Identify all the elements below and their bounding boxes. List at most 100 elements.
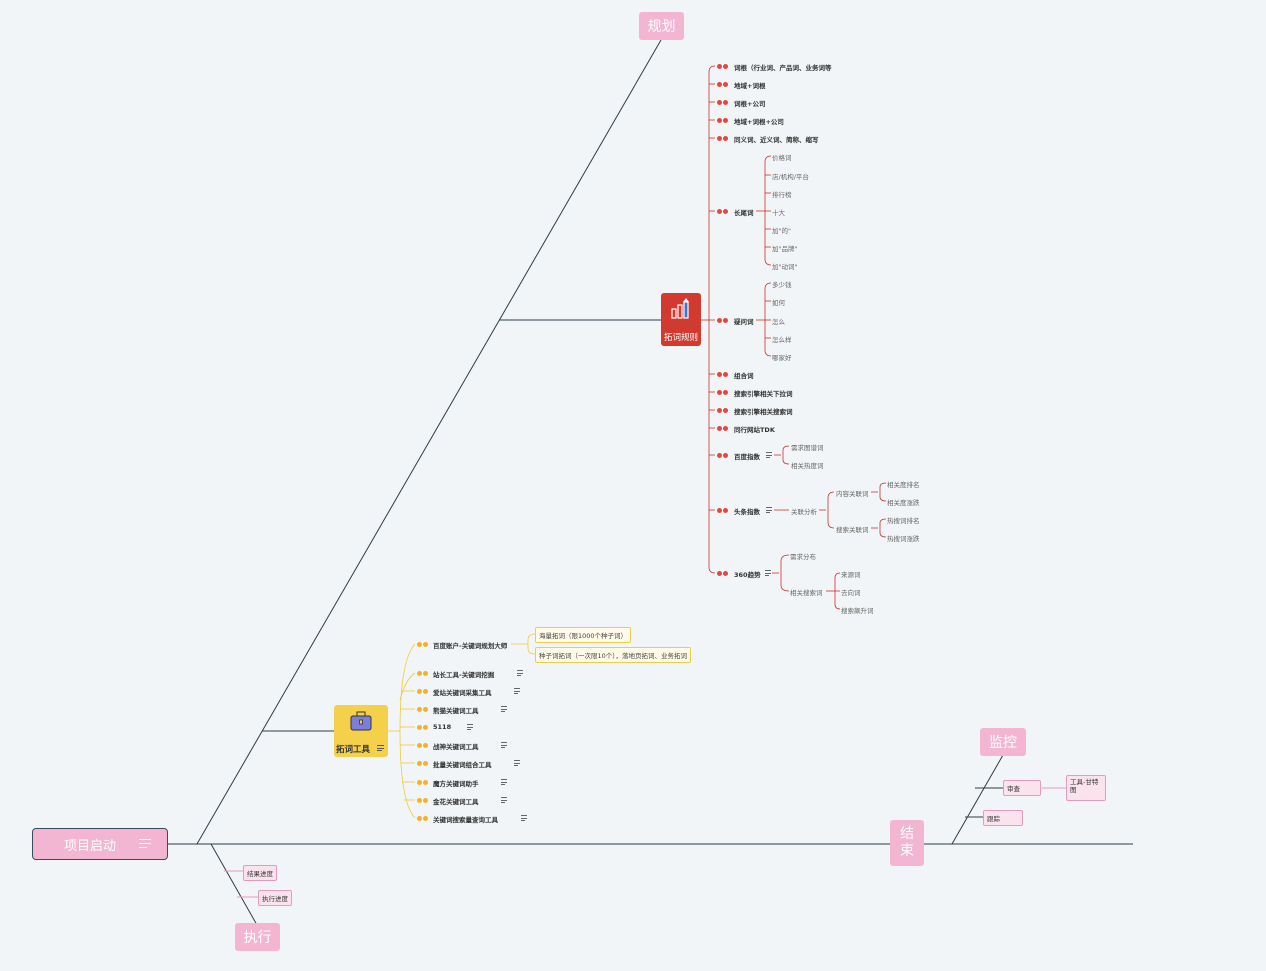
- longtail-item[interactable]: 店/机构/平台: [772, 173, 809, 181]
- rule-item[interactable]: 疑问词: [734, 318, 754, 326]
- rule-item[interactable]: 长尾词: [734, 209, 754, 217]
- longtail-item[interactable]: 加"品牌": [772, 245, 798, 253]
- priority-badge-icon: [417, 641, 429, 648]
- branch-monitor-label: 监控: [989, 735, 1017, 751]
- rule-item[interactable]: 地域+词根: [734, 82, 766, 90]
- notes-icon: [517, 670, 523, 678]
- root-topic[interactable]: 项目启动: [32, 828, 168, 860]
- trend360-related-sub[interactable]: 来源词: [841, 571, 861, 579]
- question-item[interactable]: 怎么: [772, 318, 785, 326]
- toutiao-content-sub[interactable]: 相关度涨跌: [887, 499, 920, 507]
- rule-item[interactable]: 组合词: [734, 372, 754, 380]
- tool-item[interactable]: 批量关键词组合工具: [433, 761, 492, 769]
- longtail-item[interactable]: 加"的": [772, 227, 791, 235]
- trend360-related-sub[interactable]: 搜索飙升词: [841, 607, 874, 615]
- priority-badge-icon: [717, 208, 729, 215]
- rule-item[interactable]: 360趋势: [734, 571, 761, 579]
- tool-item[interactable]: 金花关键词工具: [433, 798, 479, 806]
- rules-topic[interactable]: 拓词规则: [661, 293, 701, 346]
- notes-icon: [139, 839, 151, 851]
- question-item[interactable]: 怎么样: [772, 336, 792, 344]
- notes-icon: [467, 724, 473, 732]
- priority-badge-icon: [717, 81, 729, 88]
- exec-child-progress-label: 执行进度: [262, 895, 288, 903]
- branch-end[interactable]: 结束: [890, 820, 924, 866]
- rule-item[interactable]: 搜索引擎相关下拉词: [734, 390, 793, 398]
- priority-badge-icon: [717, 63, 729, 70]
- exec-child-result[interactable]: 结果进度: [243, 865, 277, 881]
- monitor-review[interactable]: 审查: [1003, 780, 1041, 796]
- tool-item[interactable]: 熊猫关键词工具: [433, 707, 479, 715]
- question-item[interactable]: 如何: [772, 299, 785, 307]
- rule-item[interactable]: 词根（行业词、产品词、业务词等: [734, 64, 832, 72]
- monitor-review-label: 审查: [1007, 785, 1020, 793]
- tool-item[interactable]: 站长工具-关键词挖掘: [433, 671, 495, 679]
- tool-item[interactable]: 5118: [433, 723, 452, 731]
- longtail-item[interactable]: 价格词: [772, 154, 792, 162]
- tools-topic[interactable]: 拓词工具: [334, 705, 388, 757]
- longtail-item[interactable]: 十大: [772, 209, 785, 217]
- priority-badge-icon: [717, 389, 729, 396]
- trend360-related-sub[interactable]: 去向词: [841, 589, 861, 597]
- notes-icon: [514, 760, 520, 768]
- question-item[interactable]: 多少钱: [772, 281, 792, 289]
- toutiao-content-sub[interactable]: 相关度排名: [887, 481, 920, 489]
- tool-item[interactable]: 百度账户-关键词规划大师: [433, 642, 508, 650]
- trend360-related[interactable]: 相关搜索词: [790, 589, 823, 597]
- branch-monitor[interactable]: 监控: [980, 728, 1026, 756]
- notes-icon: [765, 570, 771, 578]
- trend360-need[interactable]: 需求分布: [790, 553, 816, 561]
- priority-badge-icon: [717, 371, 729, 378]
- exec-child-result-label: 结果进度: [247, 870, 273, 878]
- monitor-track[interactable]: 跟踪: [983, 810, 1023, 826]
- rule-item[interactable]: 搜索引擎相关搜索词: [734, 408, 793, 416]
- toutiao-search-sub[interactable]: 热搜词排名: [887, 517, 920, 525]
- rule-item[interactable]: 地域+词根+公司: [734, 118, 784, 126]
- tool-item[interactable]: 爱站关键词采集工具: [433, 689, 492, 697]
- priority-badge-icon: [417, 724, 429, 731]
- priority-badge-icon: [717, 425, 729, 432]
- priority-badge-icon: [717, 99, 729, 106]
- monitor-review-tool-label: 工具-甘特图: [1070, 778, 1099, 794]
- rule-item[interactable]: 同义词、近义词、简称、缩写: [734, 136, 819, 144]
- baidu-item[interactable]: 相关热度词: [791, 462, 824, 470]
- tool-item[interactable]: 魔方关键词助手: [433, 780, 479, 788]
- tool-baidu-sub[interactable]: 种子词拓词（一次限10个），落地页拓词、业务拓词: [535, 647, 692, 663]
- toutiao-content[interactable]: 内容关联词: [836, 490, 869, 498]
- notes-icon: [521, 815, 527, 823]
- tool-item[interactable]: 关键词搜索量查询工具: [433, 816, 498, 824]
- priority-badge-icon: [417, 670, 429, 677]
- toutiao-mid[interactable]: 关联分析: [791, 508, 817, 516]
- longtail-item[interactable]: 加"动词": [772, 263, 798, 271]
- notes-icon: [514, 688, 520, 696]
- notes-icon: [501, 779, 507, 787]
- priority-badge-icon: [417, 706, 429, 713]
- longtail-item[interactable]: 排行榜: [772, 191, 792, 199]
- priority-badge-icon: [717, 570, 729, 577]
- notes-icon: [377, 745, 384, 754]
- priority-badge-icon: [417, 779, 429, 786]
- branch-plan[interactable]: 规划: [639, 12, 684, 40]
- rule-item[interactable]: 同行网站TDK: [734, 426, 775, 434]
- priority-badge-icon: [417, 688, 429, 695]
- question-item[interactable]: 哪家好: [772, 354, 792, 362]
- bar-chart-icon: [671, 298, 689, 319]
- monitor-review-tool[interactable]: 工具-甘特图: [1066, 775, 1106, 801]
- priority-badge-icon: [717, 317, 729, 324]
- rule-item[interactable]: 词根+公司: [734, 100, 766, 108]
- notes-icon: [501, 797, 507, 805]
- rule-item[interactable]: 头条指数: [734, 508, 760, 516]
- priority-badge-icon: [717, 135, 729, 142]
- branch-exec[interactable]: 执行: [235, 923, 280, 951]
- tools-title: 拓词工具: [336, 745, 371, 755]
- rule-item[interactable]: 百度指数: [734, 453, 760, 461]
- tool-item[interactable]: 战神关键词工具: [433, 743, 479, 751]
- branch-exec-label: 执行: [243, 930, 272, 946]
- tool-baidu-sub[interactable]: 海量拓词（限1000个种子词）: [535, 627, 632, 643]
- toutiao-search[interactable]: 搜索关联词: [836, 526, 869, 534]
- toutiao-search-sub[interactable]: 热搜词涨跌: [887, 535, 920, 543]
- baidu-item[interactable]: 需求图谱词: [791, 444, 824, 452]
- notes-icon: [766, 452, 772, 460]
- exec-child-progress[interactable]: 执行进度: [258, 890, 292, 906]
